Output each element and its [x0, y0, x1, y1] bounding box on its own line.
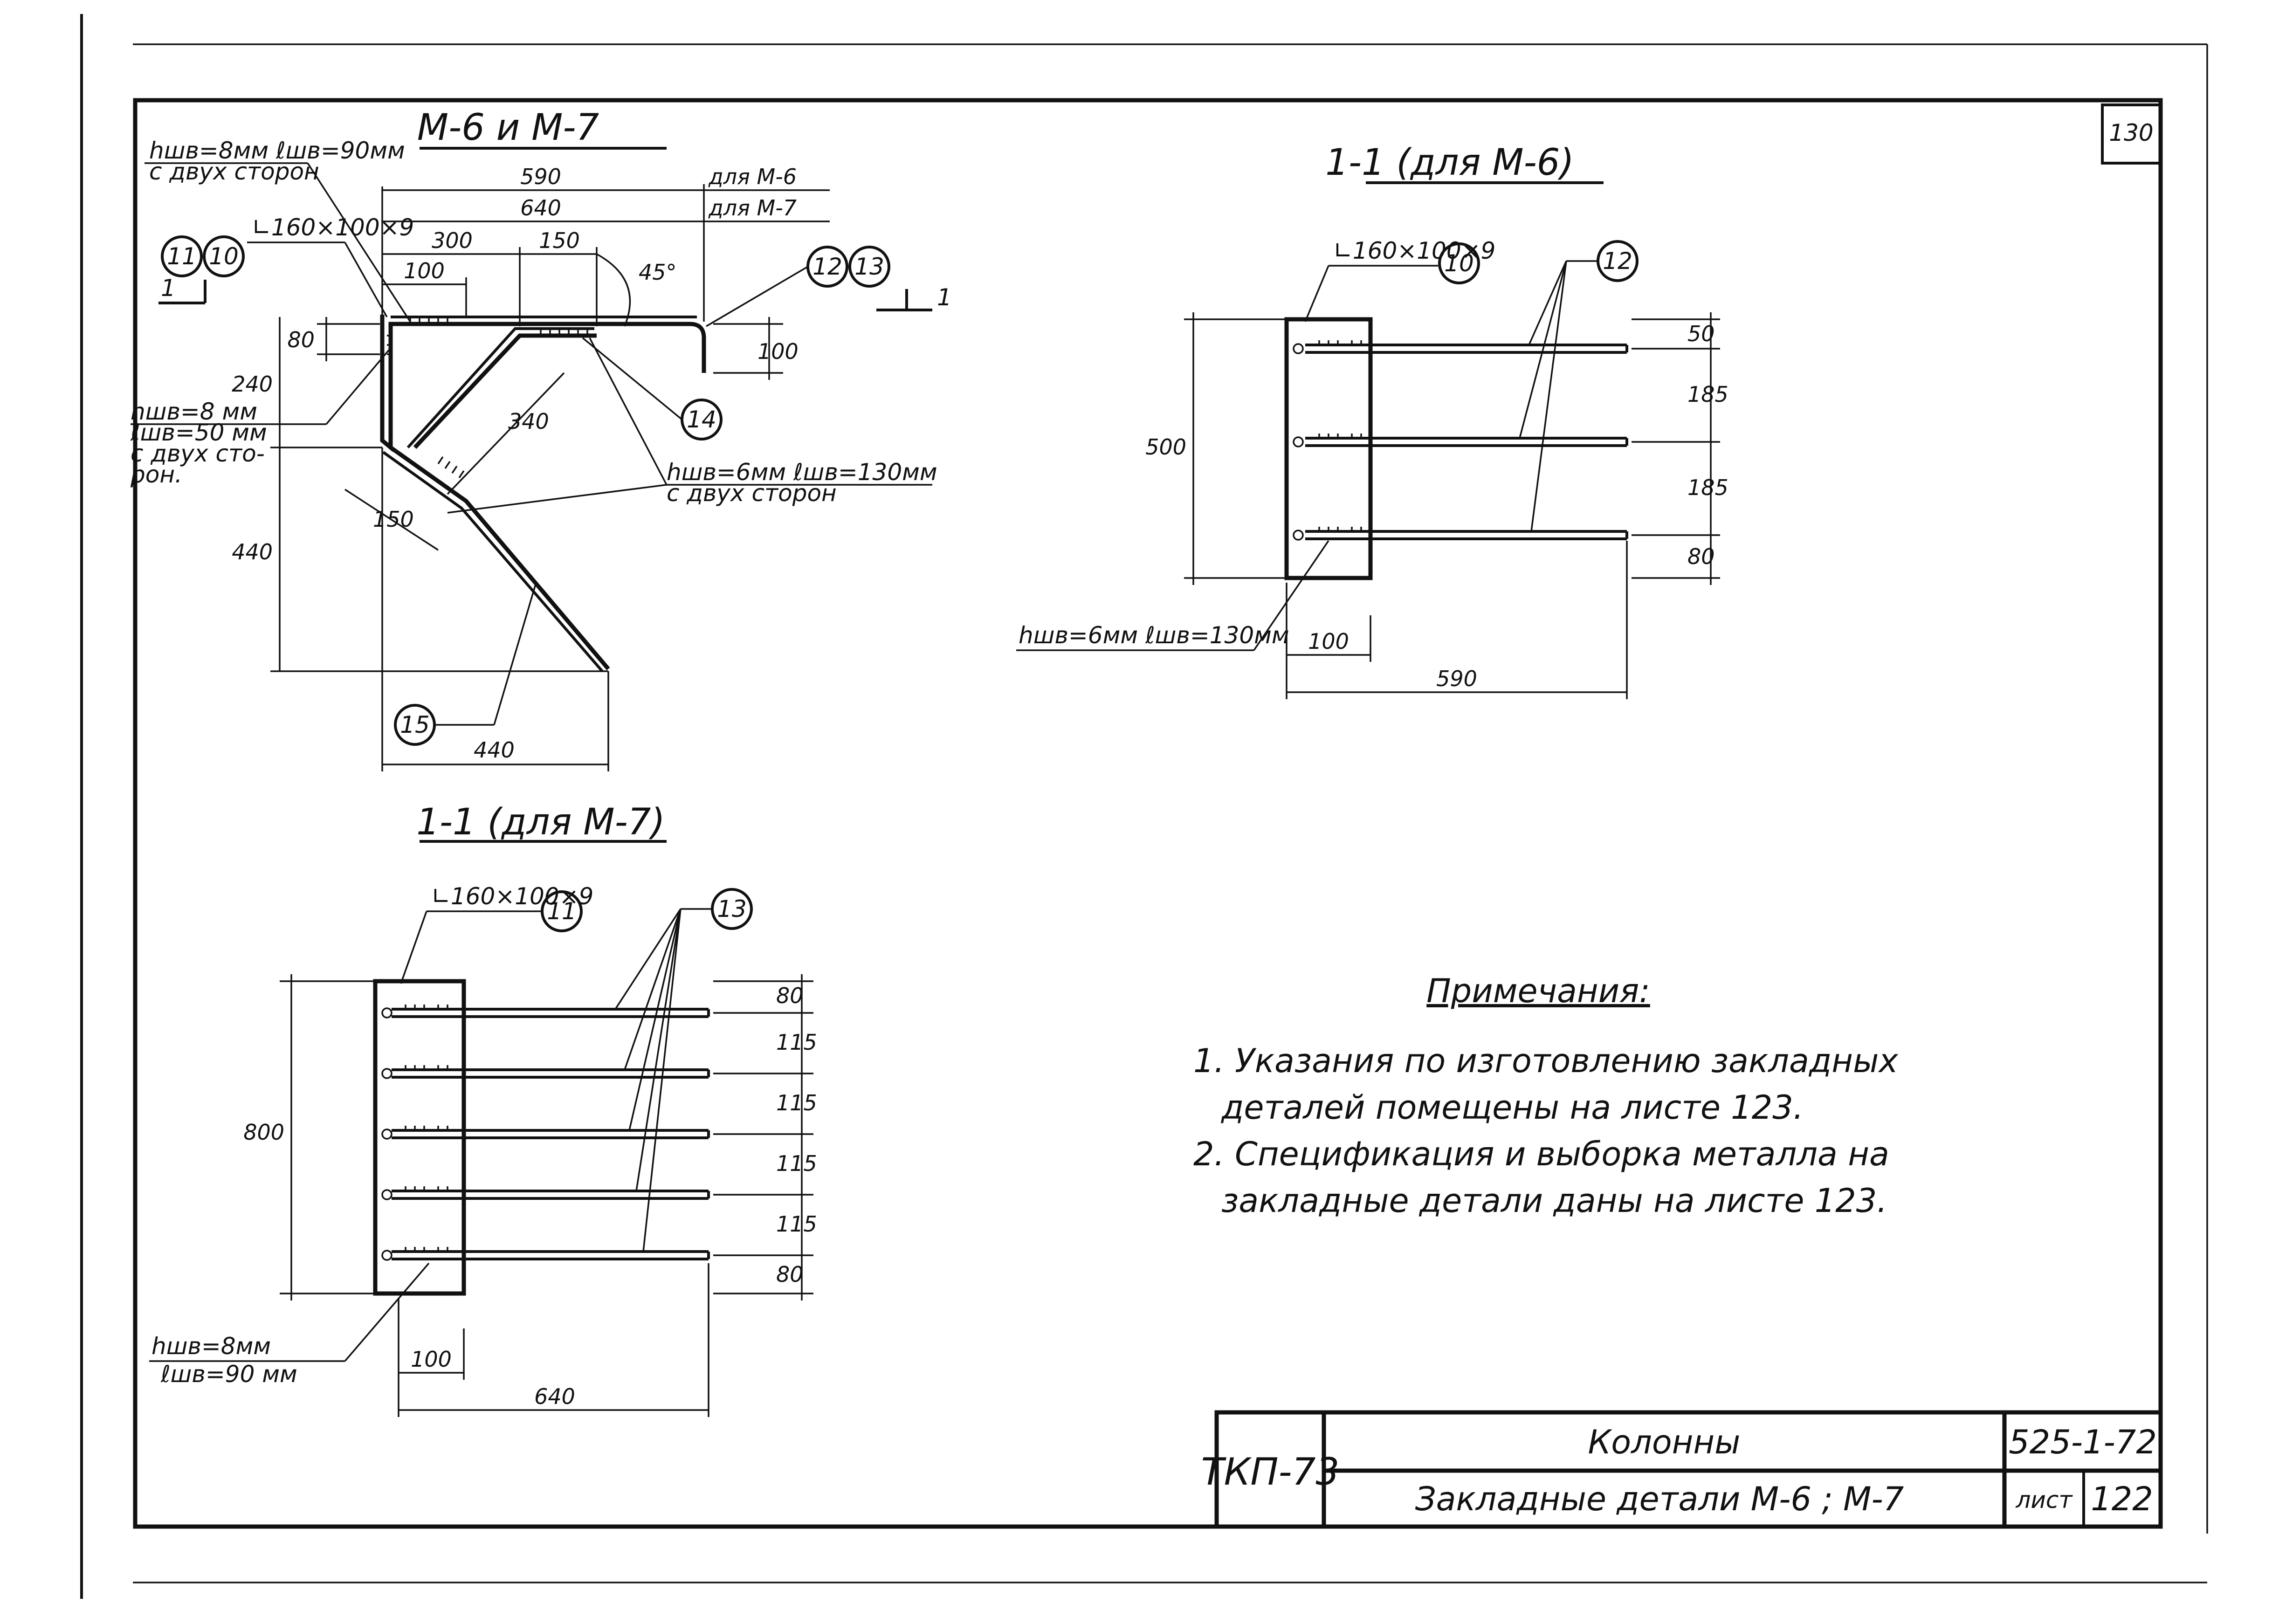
section-view-m6: 1-1 (для М-6) 500 — [1016, 142, 1728, 699]
m7-dim-80-bottom: 80 — [776, 1262, 804, 1287]
m7-dim-80-top: 80 — [776, 983, 804, 1008]
m7-dim-115-d: 115 — [776, 1211, 817, 1237]
notes-block: Примечания: 1. Указания по изготовлению … — [1193, 972, 1898, 1220]
m6-dim-185-a: 185 — [1687, 382, 1728, 407]
dim-label-for-m6: для М-6 — [708, 164, 797, 189]
dim-100: 100 — [404, 258, 445, 283]
corner-sheet-number: 130 — [2109, 119, 2153, 146]
m6-bubble-10: 10 — [1438, 242, 1480, 284]
m7-dim-640: 640 — [534, 1384, 575, 1409]
m7-dim-100: 100 — [411, 1347, 452, 1372]
weld-callout-diag-1: hшв=6мм ℓшв=130мм — [667, 459, 937, 486]
bubble-15: 15 — [394, 704, 436, 746]
bubble-11: 11 — [161, 235, 203, 277]
title-subname: Закладные детали М-6 ; М-7 — [1415, 1480, 1904, 1518]
dim-440-horizontal: 440 — [474, 737, 515, 763]
weld-callout-left-3: с двух сто- — [131, 440, 265, 467]
dim-45deg: 45° — [639, 260, 677, 285]
dim-80: 80 — [287, 327, 315, 352]
svg-text:11: 11 — [547, 898, 577, 925]
m6-dim-185-b: 185 — [1687, 475, 1728, 500]
weld-callout-left-4: рон. — [130, 461, 182, 488]
m7-view-title: 1-1 (для М-7) — [416, 801, 665, 843]
weld-callout-top-1: hшв=8мм ℓшв=90мм — [149, 137, 405, 164]
m6-view-title: 1-1 (для М-6) — [1325, 142, 1574, 184]
dim-340: 340 — [508, 409, 549, 434]
svg-text:12: 12 — [1603, 248, 1632, 275]
notes-line-3: 2. Спецификация и выборка металла на — [1193, 1135, 1889, 1173]
title-stamp: ТКП-73 — [1201, 1450, 1339, 1493]
svg-text:11: 11 — [167, 243, 197, 270]
m7-dim-800: 800 — [243, 1120, 284, 1145]
m6-angle-plate — [1284, 317, 1373, 580]
m6-bubble-12: 12 — [1597, 240, 1639, 282]
m7-dim-115-a: 115 — [776, 1030, 817, 1055]
bubble-10: 10 — [203, 235, 245, 277]
bubble-13: 13 — [848, 246, 890, 288]
m6-angle-label: ∟160×100×9 — [1333, 237, 1495, 264]
title-code: 525-1-72 — [2009, 1423, 2157, 1461]
svg-text:14: 14 — [687, 406, 716, 433]
dim-640: 640 — [520, 195, 561, 220]
m7-bubble-11: 11 — [541, 890, 583, 932]
section-mark-right: 1 — [937, 284, 952, 311]
svg-text:10: 10 — [1444, 250, 1474, 277]
svg-text:15: 15 — [400, 711, 430, 738]
title-block: ТКП-73 Колонны Закладные детали М-6 ; М-… — [1201, 1410, 2163, 1529]
notes-line-2: деталей помещены на листе 123. — [1221, 1088, 1804, 1127]
dim-240: 240 — [232, 372, 273, 397]
bubble-14: 14 — [681, 399, 723, 440]
notes-line-1: 1. Указания по изготовлению закладных — [1193, 1042, 1898, 1080]
notes-line-4: закладные детали даны на листе 123. — [1221, 1182, 1887, 1220]
m7-angle-label: ∟160×100×9 — [431, 883, 593, 910]
m6-dim-590: 590 — [1436, 666, 1477, 691]
weld-callout-top-2: с двух сторон — [149, 158, 319, 185]
dim-150-diag: 150 — [373, 507, 414, 532]
dim-label-for-m7: для М-7 — [708, 195, 797, 220]
weld-callout-diag-2: с двух сторон — [667, 480, 837, 507]
dim-150: 150 — [539, 228, 580, 253]
m7-weld-label-1: hшв=8мм — [151, 1333, 271, 1360]
m7-bubble-13: 13 — [711, 888, 753, 930]
m7-dim-115-c: 115 — [776, 1151, 817, 1176]
bubble-12: 12 — [806, 246, 848, 288]
main-angle-label: ∟160×100×9 — [252, 214, 414, 241]
title-sheet-label: лист — [2015, 1486, 2073, 1514]
m7-weld-label-2: ℓшв=90 мм — [160, 1361, 297, 1388]
m6-weld-label: hшв=6мм ℓшв=130мм — [1019, 622, 1289, 649]
dim-100-vertical: 100 — [757, 339, 799, 364]
m6-dim-50: 50 — [1687, 321, 1715, 346]
svg-text:13: 13 — [717, 895, 747, 922]
main-view-title: М-6 и М-7 — [417, 107, 599, 149]
svg-text:13: 13 — [854, 253, 884, 280]
dim-590: 590 — [520, 164, 561, 189]
m6-dim-100: 100 — [1308, 629, 1349, 654]
sheet-frame — [80, 14, 2208, 1599]
main-view: М-6 и М-7 hшв=8мм ℓшв=90мм с двух сторон — [130, 107, 952, 771]
weld-callout-left-1: hшв=8 мм — [131, 398, 257, 425]
m7-dim-115-b: 115 — [776, 1090, 817, 1115]
dim-440-vertical: 440 — [232, 539, 273, 564]
title-name: Колонны — [1588, 1423, 1741, 1461]
svg-text:12: 12 — [812, 253, 842, 280]
m6-dim-500: 500 — [1145, 434, 1186, 460]
svg-text:10: 10 — [209, 243, 239, 270]
title-sheet-number: 122 — [2091, 1480, 2153, 1518]
section-mark-left: 1 — [161, 275, 176, 302]
m6-dim-80: 80 — [1687, 544, 1715, 569]
dim-300: 300 — [432, 228, 473, 253]
section-view-m7: 1-1 (для М-7) 800 — [149, 801, 817, 1417]
notes-heading: Примечания: — [1426, 972, 1650, 1010]
